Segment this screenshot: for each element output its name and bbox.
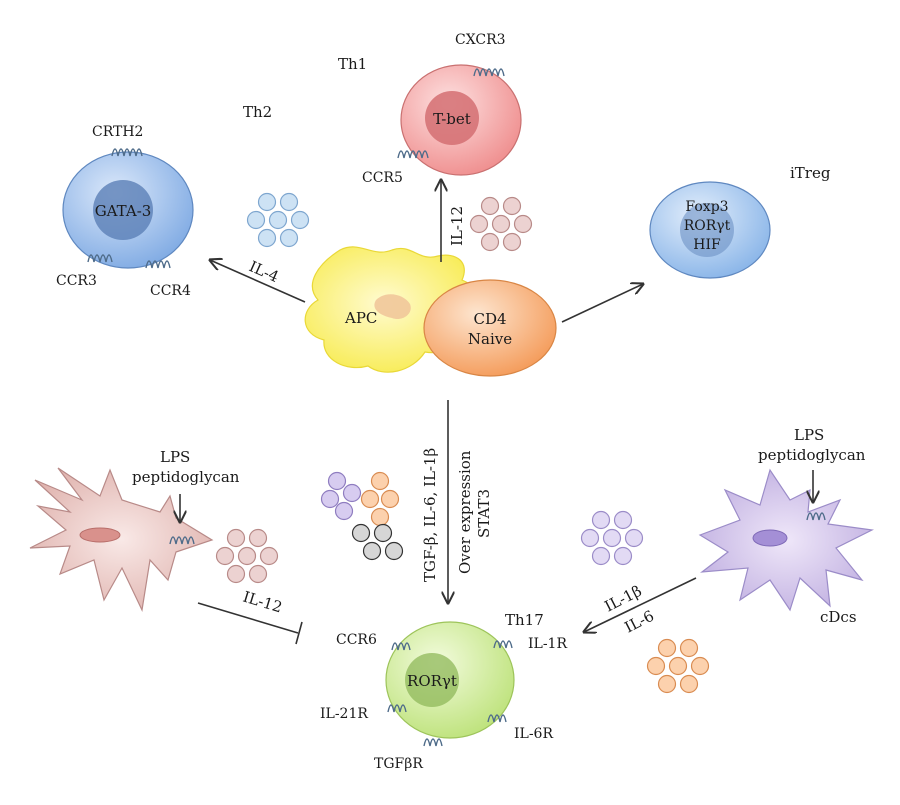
cytokine-cluster-pink-top [469, 196, 533, 252]
itreg-factor-line-3: HIF [693, 237, 721, 253]
il1r-label: IL-1R [528, 636, 567, 652]
ccr5-label: CCR5 [362, 170, 403, 186]
right-dendritic-cell: LPS peptidoglycan cDcs [698, 426, 875, 626]
arrow-from-cdcs [584, 577, 697, 632]
apc-naive-cluster: APC CD4 Naive [304, 246, 557, 377]
th1-factor-label: T-bet [433, 110, 471, 128]
left-dc-body [29, 467, 214, 612]
left-dc-nucleus [79, 527, 121, 543]
left-dc-receptor-icon [169, 536, 195, 545]
th17-cell: RORγt Th17 CCR6 IL-1R IL-21R IL-6R TGFβR [320, 611, 567, 772]
cxcr3-label: CXCR3 [455, 32, 506, 48]
il4-label: IL-4 [246, 257, 281, 286]
cytokine-cluster-lavender-right [580, 510, 644, 566]
il12-left-label: IL-12 [241, 588, 285, 617]
th1-cell: T-bet Th1 CXCR3 CCR5 [338, 32, 522, 186]
right-dc-nucleus [752, 529, 788, 547]
il12-up-label: IL-12 [448, 206, 466, 246]
left-dendritic-cell: LPS peptidoglycan [29, 448, 240, 612]
il21r-label: IL-21R [320, 706, 368, 722]
th17-name-label: Th17 [505, 611, 544, 629]
left-peptidoglycan-label: peptidoglycan [132, 468, 240, 486]
itreg-factor-line-2: RORγt [684, 218, 731, 234]
over-expression-label: Over expression [456, 450, 474, 574]
itreg-cell: Foxp3 RORγt HIF iTreg [649, 164, 831, 279]
naive-label-line-2: Naive [468, 330, 512, 348]
cdcs-label: cDcs [820, 608, 857, 626]
cxcr3-receptor-icon [473, 68, 505, 77]
th1-nucleus [425, 91, 479, 145]
th17-nucleus [405, 653, 459, 707]
tgfbr-label: TGFβR [374, 756, 423, 772]
right-dc-receptor-icon [806, 512, 826, 521]
cytokine-cluster-blue [246, 192, 310, 248]
ccr4-label: CCR4 [150, 283, 191, 299]
tgfbr-receptor-icon [423, 738, 443, 747]
il21r-receptor-icon [387, 704, 407, 713]
itreg-name-label: iTreg [790, 164, 831, 182]
naive-label-line-1: CD4 [473, 310, 506, 328]
arrow-to-th2 [210, 260, 306, 303]
ccr6-label: CCR6 [336, 632, 377, 648]
ccr3-receptor-icon [87, 254, 113, 263]
ccr4-receptor-icon [145, 260, 171, 269]
cytokine-cluster-orange-right [646, 638, 710, 694]
th2-nucleus [93, 180, 153, 240]
itreg-nucleus [680, 203, 734, 257]
th2-cell: GATA-3 Th2 CRTH2 CCR3 CCR4 [56, 103, 272, 299]
th17-factor-label: RORγt [407, 672, 457, 690]
crth2-receptor-icon [111, 148, 143, 157]
il1r-receptor-icon [493, 640, 513, 649]
il6r-label: IL-6R [514, 726, 553, 742]
il6r-receptor-icon [487, 714, 507, 723]
arrows: IL-12 IL-4 TGF-β, IL-6, IL-1β Over expre… [197, 180, 697, 645]
cytokine-cluster-mixed [320, 471, 404, 561]
itreg-factor-line-1: Foxp3 [685, 199, 728, 215]
cytokine-cluster-pink-left [215, 528, 279, 584]
naive-cd4-cell [423, 279, 557, 377]
th2-name-label: Th2 [243, 103, 272, 121]
th2-factor-label: GATA-3 [95, 202, 152, 220]
ccr5-receptor-icon [397, 150, 429, 159]
stat3-label: STAT3 [475, 489, 493, 538]
apc-label: APC [344, 309, 377, 327]
ccr6-receptor-icon [391, 642, 411, 651]
right-lps-label: LPS [794, 426, 824, 444]
right-peptidoglycan-label: peptidoglycan [758, 446, 866, 464]
crth2-label: CRTH2 [92, 124, 143, 140]
inhibit-line-left [197, 602, 299, 634]
left-lps-label: LPS [160, 448, 190, 466]
arrow-to-itreg [561, 284, 643, 323]
down-cytokines-label: TGF-β, IL-6, IL-1β [421, 448, 439, 582]
inhibit-bar-left [295, 621, 303, 645]
apc-nucleus [374, 294, 411, 320]
il1b-right-label: IL-1β [602, 582, 645, 616]
th1-name-label: Th1 [338, 55, 367, 73]
ccr3-label: CCR3 [56, 273, 97, 289]
